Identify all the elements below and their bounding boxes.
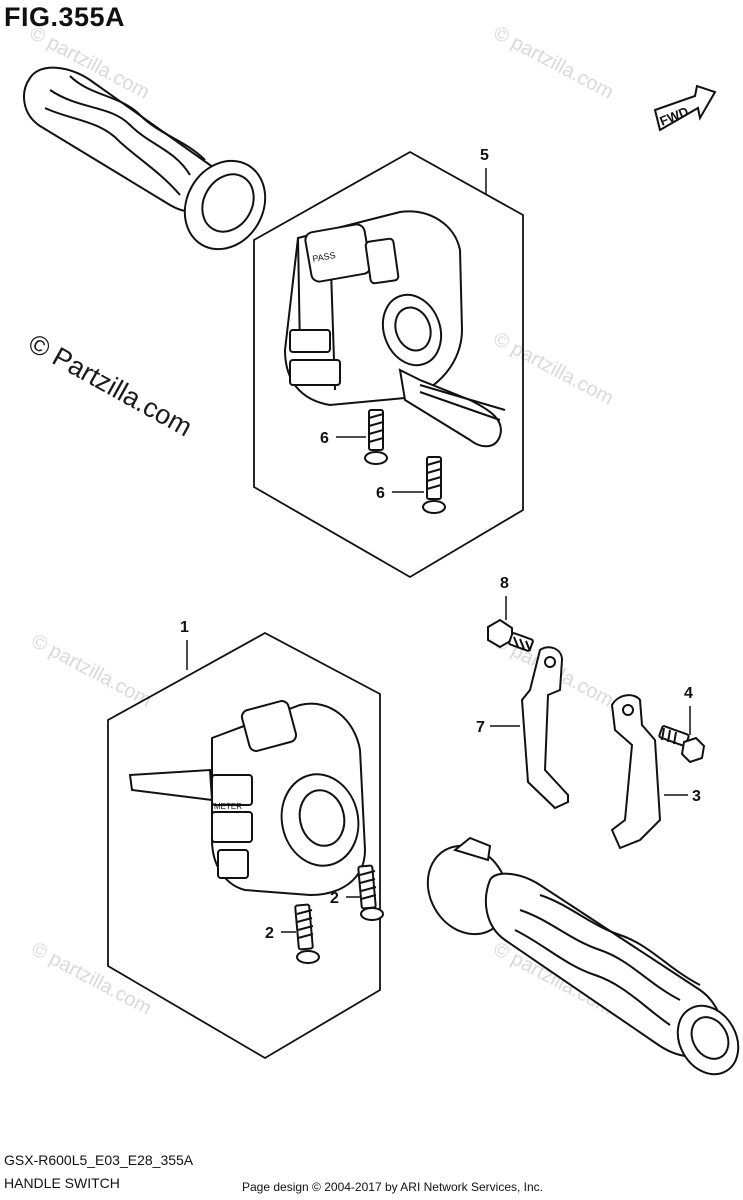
footer-diagram-code: GSX-R600L5_E03_E28_355A [4, 1152, 194, 1168]
bracket-3 [610, 694, 662, 850]
screw-6-lower [422, 456, 446, 514]
callout-4: 4 [684, 685, 693, 702]
right-handlebar-switch: PASS [283, 210, 506, 448]
right-grip [426, 836, 740, 1076]
fwd-arrow-icon: FWD [653, 84, 717, 132]
callout-7: 7 [476, 719, 485, 736]
screw-6-upper [364, 409, 388, 465]
pass-label: PASS [312, 250, 337, 264]
callout-8: 8 [500, 575, 509, 592]
footer-diagram-name: HANDLE SWITCH [4, 1175, 120, 1191]
left-handlebar-switch: METER [128, 700, 367, 897]
left-grip [23, 66, 267, 251]
screw-2-left [294, 903, 320, 964]
callout-3: 3 [692, 788, 701, 805]
screw-2-right [357, 864, 384, 921]
meter-label: METER [214, 802, 242, 811]
callout-5: 5 [480, 147, 489, 164]
footer-credit: Page design © 2004-2017 by ARI Network S… [242, 1180, 544, 1194]
bolt-4 [658, 725, 706, 764]
right-switch-group-box: 5 [253, 147, 524, 579]
bracket-7 [520, 646, 569, 810]
callout-2-right: 2 [330, 890, 339, 907]
callout-6-lower: 6 [376, 485, 385, 502]
callout-1: 1 [180, 619, 189, 636]
bolt-8 [487, 618, 534, 652]
figure-title: FIG.355A [4, 2, 126, 32]
left-switch-group-box: 1 [107, 619, 381, 1060]
callout-6-upper: 6 [320, 430, 329, 447]
callout-2-left: 2 [265, 925, 274, 942]
